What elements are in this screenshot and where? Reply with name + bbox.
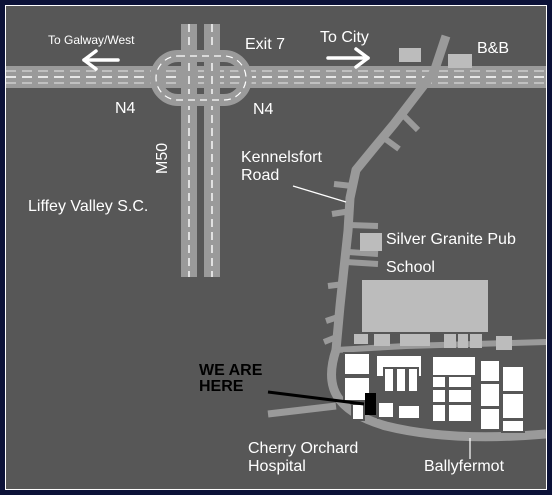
label-pub: Silver Granite Pub [386,231,516,248]
label-m50: M50 [154,142,171,174]
label-we-are-here: WE ARE HERE [199,363,262,395]
side-street [345,259,379,267]
roundabout-line [155,55,247,101]
location-pointer-line [267,390,365,406]
arrow-right-icon [326,47,370,69]
label-n4-left: N4 [115,100,136,117]
building-small [470,334,482,348]
building-small [374,334,390,346]
label-cherry-line2: Hospital [248,458,306,476]
label-liffey: Liffey Valley S.C. [28,198,149,215]
building-pub [360,233,382,251]
label-school: School [386,259,435,276]
side-street [401,113,421,133]
label-we-are-line2: HERE [199,378,244,395]
label-bnb: B&B [477,40,510,57]
side-street [322,333,341,345]
map-graphics [6,24,546,459]
housing-estate [343,352,525,433]
label-ballyfermot: Ballyfermot [424,458,505,475]
building-small [354,334,368,344]
building-small [458,334,468,348]
building-exit7 [399,48,421,62]
label-we-are-line1: WE ARE [199,362,263,379]
building-small [496,336,512,350]
m50-road-east [204,24,220,277]
label-exit: Exit 7 [245,36,286,53]
kennelsfort-road [331,34,451,351]
label-kennelsfort-line2: Road [241,167,280,185]
label-to-galway: To Galway/West [48,33,135,47]
m50-road-west [181,24,197,277]
side-street [333,181,353,189]
side-street [348,222,379,229]
building-bnb [448,54,472,68]
label-cherry-orchard: Cherry Orchard Hospital [248,440,358,477]
building-school [362,280,488,332]
label-n4-right: N4 [253,101,274,118]
map-panel: To Galway/West Exit 7 To City B&B N4 N4 … [5,5,547,490]
side-street [347,249,379,257]
building-small [400,334,430,346]
ballyfermot-road [326,348,546,442]
location-marker-icon [365,393,376,415]
kennelsfort-leader [292,185,347,203]
label-to-city: To City [320,29,369,46]
side-street [325,313,342,324]
n4-road [6,66,546,88]
side-street [327,281,345,289]
label-cherry-line1: Cherry Orchard [248,440,359,457]
label-kennelsfort: Kennelsfort Road [241,149,322,186]
building-small [444,334,456,348]
hospital-road [267,402,337,418]
side-street [382,135,401,152]
arrow-left-icon [82,49,120,71]
side-street [331,208,352,217]
label-kennelsfort-line1: Kennelsfort [241,149,322,166]
